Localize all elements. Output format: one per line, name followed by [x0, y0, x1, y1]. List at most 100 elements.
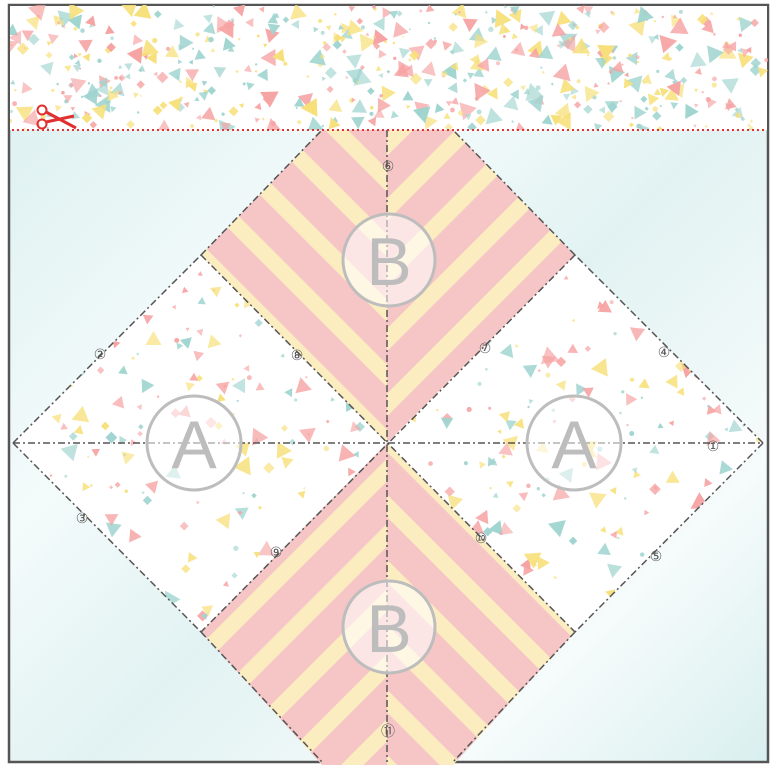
- svg-text:A: A: [171, 407, 217, 483]
- confetti-piece: [322, 125, 324, 127]
- confetti-piece: [305, 376, 307, 378]
- confetti-piece: [455, 13, 457, 15]
- confetti-piece: [307, 75, 309, 77]
- confetti-piece: [503, 35, 506, 38]
- confetti-piece: [110, 86, 113, 89]
- confetti-piece: [174, 338, 179, 343]
- confetti-piece: [213, 5, 215, 7]
- confetti-piece: [662, 16, 664, 18]
- fold-marker-7: ⑦: [479, 341, 492, 357]
- confetti-piece: [653, 106, 658, 111]
- confetti-piece: [434, 40, 437, 43]
- confetti-piece: [610, 300, 614, 304]
- confetti-piece: [496, 61, 500, 65]
- confetti-piece: [393, 42, 395, 44]
- fold-marker-8: ⑧: [291, 348, 304, 364]
- confetti-piece: [247, 375, 252, 380]
- panel-label-a-right: A: [527, 396, 621, 490]
- confetti-piece: [537, 487, 540, 490]
- confetti-piece: [192, 48, 194, 50]
- confetti-piece: [379, 94, 383, 98]
- confetti-piece: [542, 71, 544, 73]
- svg-text:A: A: [551, 407, 597, 483]
- confetti-piece: [764, 58, 768, 62]
- confetti-piece: [527, 406, 529, 408]
- confetti-piece: [137, 111, 139, 113]
- panel-label-b-bottom: B: [343, 581, 435, 673]
- confetti-piece: [14, 89, 16, 91]
- confetti-piece: [526, 484, 530, 488]
- confetti-piece: [702, 91, 704, 93]
- confetti-piece: [540, 66, 542, 68]
- confetti-piece: [656, 70, 659, 73]
- fold-marker-3: ③: [76, 511, 89, 527]
- fold-marker-1: ①: [707, 439, 720, 455]
- confetti-piece: [515, 48, 518, 51]
- confetti-piece: [428, 22, 430, 24]
- confetti-piece: [713, 33, 715, 35]
- confetti-piece: [712, 77, 717, 82]
- confetti-piece: [739, 34, 742, 37]
- panel-label-b-top: B: [343, 214, 435, 306]
- confetti-piece: [139, 70, 141, 72]
- panel-label-a-left: A: [147, 396, 241, 490]
- confetti-piece: [640, 552, 644, 556]
- confetti-piece: [393, 57, 396, 60]
- confetti-piece: [97, 59, 101, 63]
- confetti-piece: [679, 10, 683, 14]
- confetti-piece: [110, 36, 114, 40]
- confetti-piece: [238, 38, 240, 40]
- confetti-piece: [613, 56, 617, 60]
- confetti-piece: [308, 433, 310, 435]
- confetti-piece: [242, 492, 244, 494]
- confetti-piece: [629, 431, 634, 436]
- confetti-piece: [619, 412, 622, 415]
- confetti-piece: [712, 82, 717, 87]
- confetti-piece: [318, 19, 322, 23]
- confetti-piece: [136, 353, 138, 355]
- fold-marker-11: ⑪: [381, 724, 395, 740]
- confetti-piece: [233, 546, 238, 551]
- confetti-piece: [80, 28, 85, 33]
- confetti-piece: [643, 82, 645, 84]
- confetti-piece: [654, 20, 656, 22]
- confetti-piece: [114, 76, 118, 80]
- svg-text:B: B: [366, 591, 411, 667]
- confetti-piece: [488, 407, 491, 410]
- confetti-piece: [631, 117, 633, 119]
- confetti-piece: [243, 82, 246, 85]
- confetti-piece: [577, 79, 581, 83]
- confetti-piece: [370, 106, 374, 110]
- confetti-piece: [69, 83, 73, 87]
- fold-marker-6: ⑥: [382, 159, 395, 175]
- confetti-piece: [64, 475, 67, 478]
- confetti-piece: [628, 54, 632, 58]
- confetti-piece: [735, 113, 740, 118]
- confetti-piece: [50, 474, 52, 476]
- confetti-piece: [636, 55, 640, 59]
- confetti-piece: [361, 25, 365, 29]
- confetti-piece: [436, 409, 438, 411]
- confetti-piece: [467, 407, 472, 412]
- confetti-piece: [87, 456, 89, 458]
- confetti-piece: [428, 461, 433, 466]
- confetti-piece: [434, 37, 436, 39]
- confetti-piece: [488, 27, 493, 32]
- confetti-piece: [56, 83, 59, 86]
- confetti-piece: [221, 112, 224, 115]
- confetti-piece: [323, 41, 326, 44]
- confetti-piece: [617, 537, 619, 539]
- confetti-piece: [357, 81, 359, 83]
- confetti-piece: [334, 13, 336, 15]
- confetti-piece: [641, 397, 643, 399]
- confetti-piece: [630, 378, 634, 382]
- confetti-piece: [609, 70, 612, 73]
- confetti-piece: [372, 5, 376, 9]
- confetti-piece: [294, 398, 297, 401]
- confetti-piece: [283, 62, 287, 66]
- confetti-piece: [262, 118, 265, 121]
- cut-strip: [4, 2, 769, 138]
- confetti-piece: [125, 490, 128, 493]
